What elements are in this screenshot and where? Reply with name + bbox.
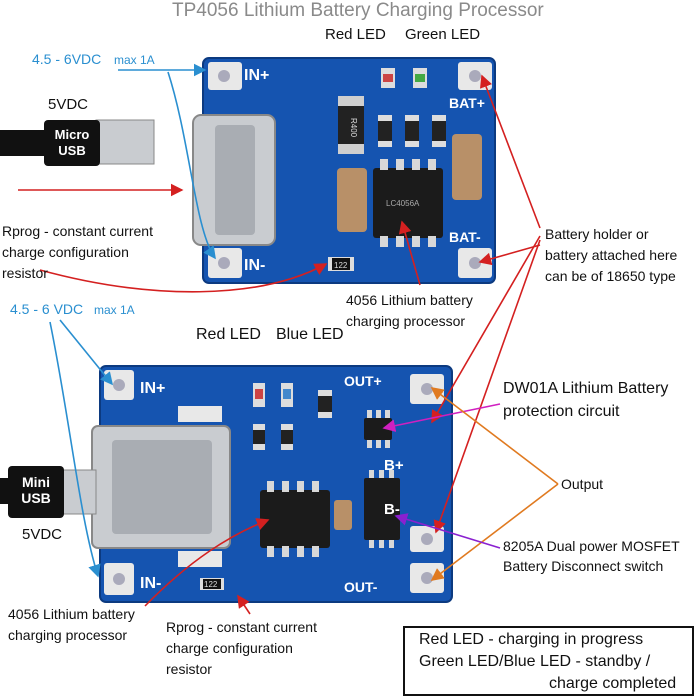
top-silk-in-plus: IN+ <box>244 67 269 84</box>
bottom-silk-out-plus: OUT+ <box>344 373 382 389</box>
mosfet-line1: 8205A Dual power MOSFET <box>503 538 680 554</box>
top-chip-line1: 4056 Lithium battery <box>346 292 473 308</box>
top-usb-cable <box>0 130 46 156</box>
top-silk-bat-minus: BAT- <box>449 229 481 245</box>
legend-line2: Green LED/Blue LED - standby / <box>419 653 651 670</box>
bottom-silk-b-minus: B- <box>384 501 400 518</box>
mosfet-line2: Battery Disconnect switch <box>503 558 664 574</box>
bottom-input-voltage: 4.5 - 6 VDC <box>10 301 84 317</box>
bottom-supply-voltage: 5VDC <box>22 526 63 543</box>
bottom-silk-in-minus: IN- <box>140 575 161 592</box>
bottom-silk-out-minus: OUT- <box>344 579 378 595</box>
top-red-led-label: Red LED <box>325 26 386 43</box>
bottom-silk-b-plus: B+ <box>384 457 404 474</box>
bottom-red-led-label: Red LED <box>196 326 261 343</box>
battery-line3: can be of 18650 type <box>545 268 676 284</box>
top-supply-voltage: 5VDC <box>48 96 89 113</box>
top-rprog-line1: Rprog - constant current <box>2 223 153 239</box>
top-silk-bat-plus: BAT+ <box>449 95 485 111</box>
micro-usb-plug: Micro USB <box>44 120 100 166</box>
battery-line2: battery attached here <box>545 247 678 263</box>
top-usb-plug-metal <box>95 119 155 165</box>
bottom-rprog-line1: Rprog - constant current <box>166 619 317 635</box>
top-input-voltage: 4.5 - 6VDC <box>32 51 102 67</box>
legend-line3: charge completed <box>549 675 677 692</box>
top-green-led-label: Green LED <box>405 26 481 43</box>
top-silk-in-minus: IN- <box>244 257 265 274</box>
bottom-silk-in-plus: IN+ <box>140 380 165 397</box>
legend-line1: Red LED - charging in progress <box>419 631 644 648</box>
battery-line1: Battery holder or <box>545 226 649 242</box>
top-chip-mark: LC4056A <box>386 199 420 208</box>
dw01-line2: protection circuit <box>503 403 620 420</box>
bottom-chip-line1: 4056 Lithium battery <box>8 606 135 622</box>
bottom-small-res-mark: 122 <box>204 580 218 589</box>
mini-usb-line2: USB <box>21 490 51 506</box>
top-rprog-line3: resistor <box>2 265 48 281</box>
top-input-max: max 1A <box>114 53 155 67</box>
bottom-input-max: max 1A <box>94 303 135 317</box>
bottom-chip-line2: charging processor <box>8 627 128 643</box>
top-small-res-mark: 122 <box>334 261 348 270</box>
led-legend-box: Red LED - charging in progress Green LED… <box>403 626 694 696</box>
top-pcb <box>192 57 496 284</box>
diagram-title: TP4056 Lithium Battery Charging Processo… <box>172 0 544 21</box>
top-resistor-mark: R400 <box>349 118 358 138</box>
bottom-rprog-line2: charge configuration <box>166 640 293 656</box>
mini-usb-plug: Mini USB <box>8 466 64 518</box>
bottom-pcb <box>91 365 453 603</box>
top-rprog-line2: charge configuration <box>2 244 129 260</box>
micro-usb-line1: Micro <box>54 127 90 142</box>
dw01-line1: DW01A Lithium Battery <box>503 380 669 397</box>
top-chip-line2: charging processor <box>346 313 466 329</box>
mini-usb-line1: Mini <box>22 474 50 490</box>
bottom-rprog-line3: resistor <box>166 661 212 677</box>
micro-usb-line2: USB <box>58 143 86 158</box>
bottom-blue-led-label: Blue LED <box>276 326 344 343</box>
bottom-usb-cable <box>0 478 10 504</box>
output-label: Output <box>561 476 604 492</box>
